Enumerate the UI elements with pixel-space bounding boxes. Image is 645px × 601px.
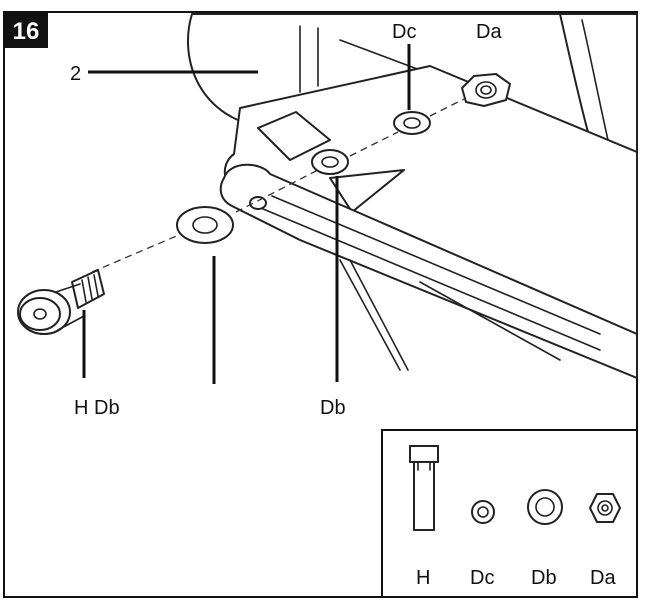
callout-h-db: H Db bbox=[74, 397, 120, 419]
step-badge-bg bbox=[4, 12, 48, 48]
legend-washer-dc-icon bbox=[471, 500, 495, 524]
legend-label-db: Db bbox=[531, 567, 557, 589]
washer-db-mid bbox=[311, 149, 349, 175]
bolt-h bbox=[17, 269, 105, 335]
step-number: 16 bbox=[13, 18, 40, 45]
callout-da: Da bbox=[476, 21, 502, 43]
washer-dc bbox=[393, 111, 431, 135]
callout-db: Db bbox=[320, 397, 346, 419]
legend-bolt-h-icon bbox=[409, 445, 439, 531]
parts-legend: H Dc Db Da bbox=[381, 429, 638, 598]
callout-part-2: 2 bbox=[70, 63, 81, 85]
legend-washer-db-icon bbox=[527, 489, 563, 525]
legend-label-da: Da bbox=[590, 567, 616, 589]
step-badge: 16 bbox=[4, 12, 48, 48]
legend-label-dc: Dc bbox=[470, 567, 494, 589]
nut-da bbox=[461, 73, 511, 107]
legend-nut-da-icon bbox=[589, 493, 621, 523]
legend-label-h: H bbox=[416, 567, 430, 589]
swing-arm bbox=[219, 65, 638, 379]
washer-db-front bbox=[176, 206, 234, 244]
callout-dc: Dc bbox=[392, 21, 416, 43]
